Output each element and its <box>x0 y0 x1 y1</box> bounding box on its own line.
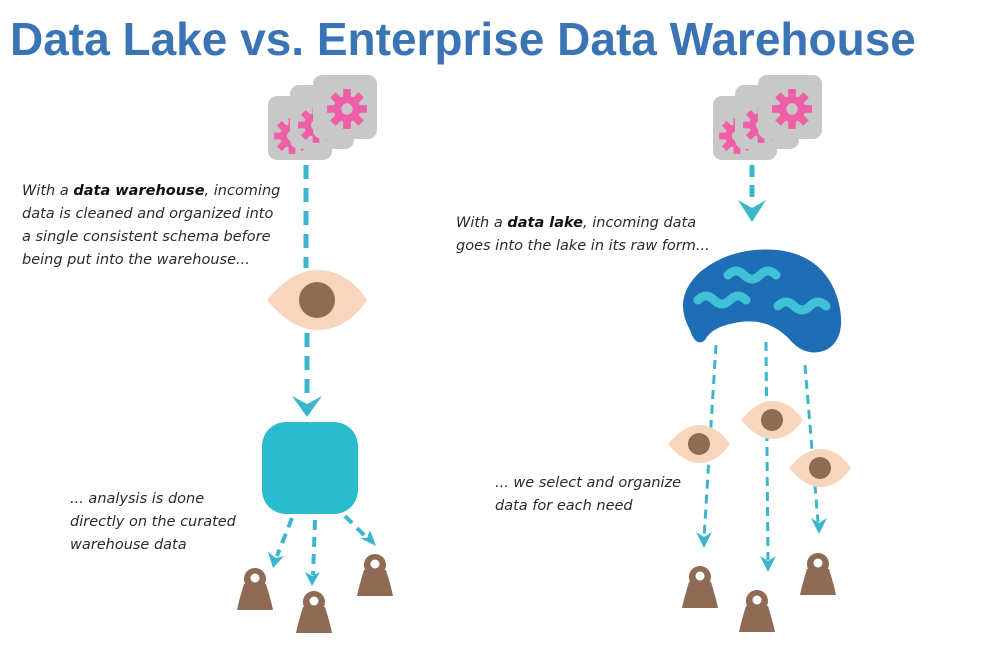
lake-source-gears <box>713 75 822 160</box>
filter-icon <box>668 425 730 463</box>
arrowheads <box>268 530 376 586</box>
gear-icon <box>313 75 377 139</box>
caption-text: , incoming data goes into the lake in it… <box>456 215 710 254</box>
user-icon <box>682 566 718 608</box>
warehouse-icon <box>262 422 358 514</box>
caption-text: ... analysis is done directly on the cur… <box>70 491 236 553</box>
user-icon <box>237 568 273 610</box>
analysis-caption: ... analysis is done directly on the cur… <box>70 488 255 557</box>
gear-icon <box>758 75 822 139</box>
filter-icon <box>789 449 851 487</box>
caption-text: ... we select and organize data for each… <box>495 475 682 514</box>
arrowhead <box>292 396 322 417</box>
lake-caption: With a data lake, incoming data goes int… <box>456 212 718 258</box>
select-caption: ... we select and organize data for each… <box>495 472 695 518</box>
caption-bold-term: data lake <box>507 215 584 231</box>
lake-icon <box>682 249 842 353</box>
arrowhead <box>738 200 766 222</box>
caption-text: With a <box>22 183 74 199</box>
user-icon <box>739 590 775 632</box>
caption-bold-term: data warehouse <box>73 183 205 199</box>
warehouse-source-gears <box>268 75 377 160</box>
user-icon <box>800 553 836 595</box>
warehouse-to-users-arrows <box>275 514 369 576</box>
caption-text: With a <box>456 215 508 231</box>
filter-icon <box>267 270 367 330</box>
warehouse-caption: With a data warehouse, incoming data is … <box>22 180 284 272</box>
arrowheads <box>696 518 827 572</box>
filter-icon <box>741 401 803 439</box>
page-title: Data Lake vs. Enterprise Data Warehouse <box>10 13 916 65</box>
user-icon <box>296 591 332 633</box>
caption-text: , incoming data is cleaned and organized… <box>22 183 281 268</box>
user-icon <box>357 554 393 596</box>
